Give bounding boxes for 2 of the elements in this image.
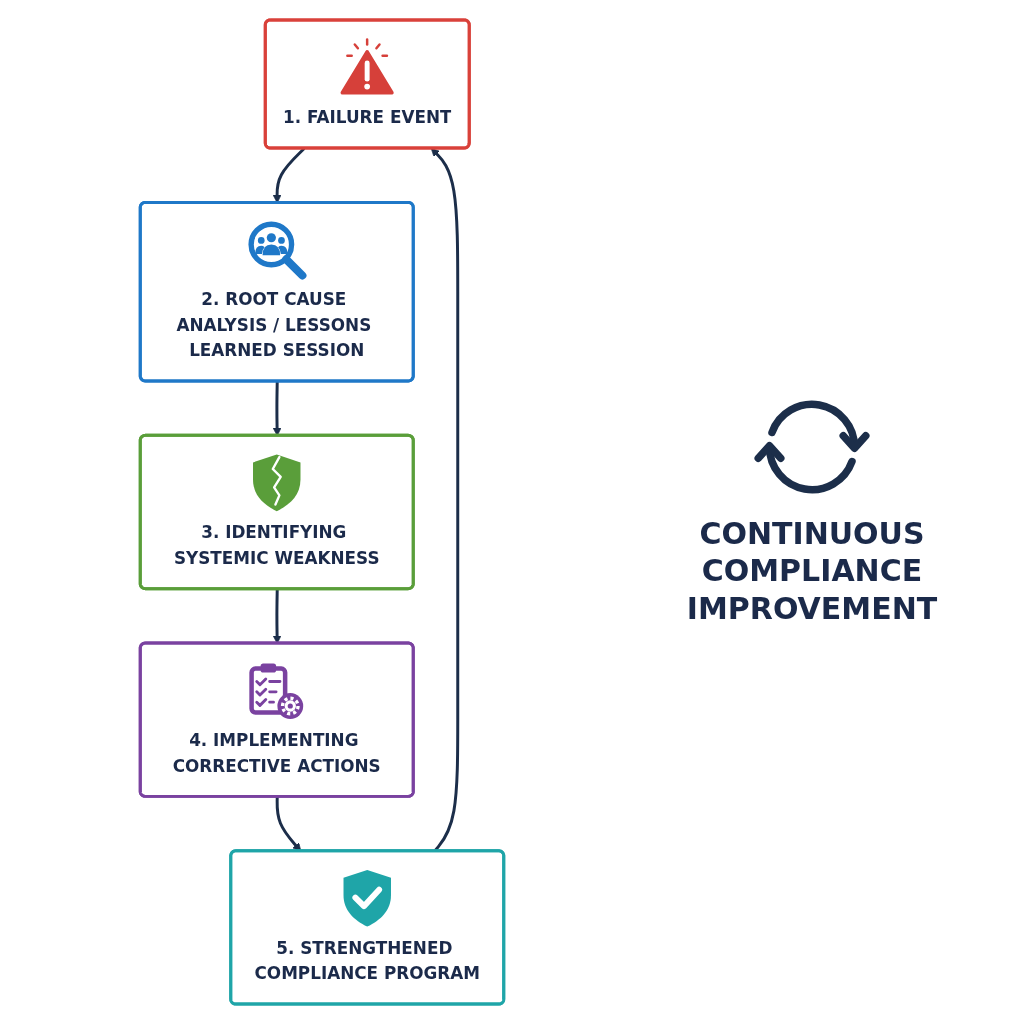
arrow: [272, 589, 282, 644]
cycle-label: CONTINUOUS COMPLIANCE IMPROVEMENT: [685, 514, 939, 628]
